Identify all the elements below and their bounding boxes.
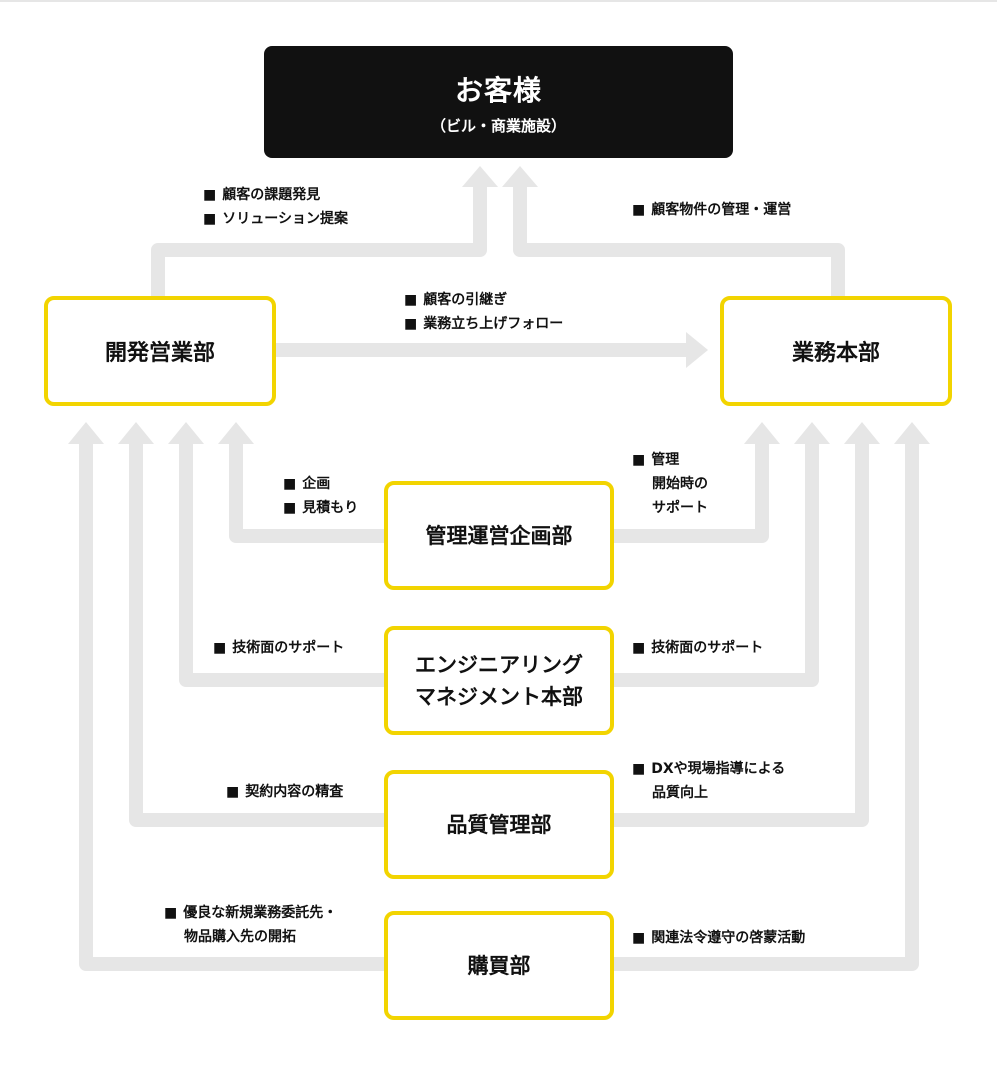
quality-dept-label: 品質管理部 — [446, 812, 552, 837]
note-item: ソリューション提案 — [203, 207, 348, 231]
note-ops-to-customer: 顧客物件の管理・運営 — [632, 198, 791, 222]
purchasing-dept-box: 購買部 — [384, 911, 614, 1020]
planning-dept-label: 管理運営企画部 — [425, 523, 573, 548]
arrowhead-sales-4 — [218, 422, 254, 444]
sales-dept-box: 開発営業部 — [44, 296, 276, 406]
flow-quality-to-sales — [129, 442, 388, 827]
note-item: 管理 — [632, 448, 708, 472]
flow-engineering-to-sales — [179, 442, 388, 687]
flow-ops-to-customer — [513, 185, 845, 300]
note-item: 技術面のサポート — [213, 636, 344, 660]
note-continuation: サポート — [652, 500, 708, 516]
arrowhead-ops-4 — [894, 422, 930, 444]
planning-dept-box: 管理運営企画部 — [384, 481, 614, 590]
customer-title: お客様 — [454, 73, 542, 107]
note-sales-to-customer: 顧客の課題発見 ソリューション提案 — [203, 183, 348, 231]
arrowhead-ops-2 — [794, 422, 830, 444]
note-item: 技術面のサポート — [632, 636, 763, 660]
note-continuation: 開始時の — [652, 476, 708, 492]
note-item: 優良な新規業務委託先・ — [164, 901, 337, 925]
note-item: 見積もり — [283, 496, 358, 520]
arrowhead-ops-3 — [844, 422, 880, 444]
arrowhead-customer-left — [462, 166, 498, 187]
flow-sales-to-customer — [151, 185, 487, 300]
engineering-dept-label-1: エンジニアリング — [415, 652, 583, 677]
note-planning-right: 管理 開始時の サポート — [632, 448, 708, 520]
note-quality-left: 契約内容の精査 — [226, 780, 343, 804]
flow-quality-to-ops — [612, 442, 869, 827]
note-item: 顧客の引継ぎ — [404, 288, 563, 312]
sales-dept-label: 開発営業部 — [104, 341, 215, 366]
note-item: 契約内容の精査 — [226, 780, 343, 804]
customer-box: お客様 （ビル・商業施設） — [264, 46, 733, 158]
flow-purchasing-to-sales — [79, 442, 388, 971]
operations-dept-label: 業務本部 — [791, 341, 880, 366]
arrowhead-sales-2 — [118, 422, 154, 444]
flow-planning-to-sales — [229, 442, 388, 543]
note-planning-left: 企画 見積もり — [283, 472, 358, 520]
note-item: 顧客物件の管理・運営 — [632, 198, 791, 222]
note-purchasing-right: 関連法令遵守の啓蒙活動 — [632, 926, 805, 950]
note-continuation: 品質向上 — [652, 785, 708, 801]
note-engineering-right: 技術面のサポート — [632, 636, 763, 660]
flow-engineering-to-ops — [612, 442, 819, 687]
arrowhead-sales-3 — [168, 422, 204, 444]
customer-subtitle: （ビル・商業施設） — [430, 116, 566, 135]
note-item: 関連法令遵守の啓蒙活動 — [632, 926, 805, 950]
note-item: 業務立ち上げフォロー — [404, 312, 563, 336]
note-item: 企画 — [283, 472, 358, 496]
flow-purchasing-to-ops — [612, 442, 919, 971]
purchasing-dept-label: 購買部 — [467, 953, 531, 978]
note-sales-to-ops: 顧客の引継ぎ 業務立ち上げフォロー — [404, 288, 563, 336]
engineering-dept-label-2: マネジメント本部 — [415, 684, 583, 709]
arrowhead-ops-1 — [744, 422, 780, 444]
note-engineering-left: 技術面のサポート — [213, 636, 344, 660]
note-quality-right: DXや現場指導による 品質向上 — [632, 757, 785, 805]
arrowhead-ops — [686, 332, 708, 368]
engineering-dept-box: エンジニアリング マネジメント本部 — [384, 626, 614, 735]
note-continuation: 物品購入先の開拓 — [184, 929, 296, 945]
note-item: 顧客の課題発見 — [203, 183, 348, 207]
arrowhead-customer-right — [502, 166, 538, 187]
flow-planning-to-ops — [612, 442, 769, 543]
operations-dept-box: 業務本部 — [720, 296, 952, 406]
arrowhead-sales-1 — [68, 422, 104, 444]
quality-dept-box: 品質管理部 — [384, 770, 614, 879]
top-divider — [0, 0, 997, 2]
note-item: DXや現場指導による — [632, 757, 785, 781]
note-purchasing-left: 優良な新規業務委託先・ 物品購入先の開拓 — [164, 901, 337, 949]
